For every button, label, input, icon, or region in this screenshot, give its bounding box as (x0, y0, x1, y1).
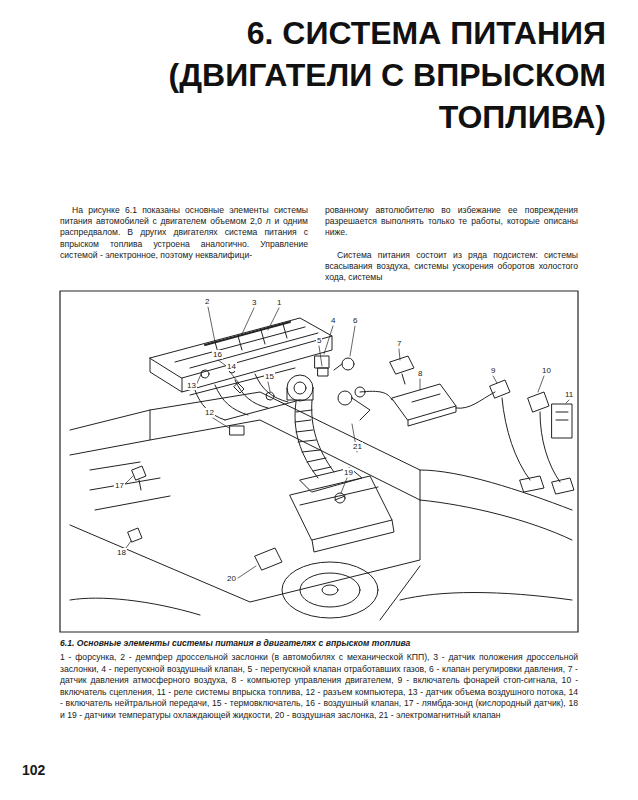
callout-number: 2 (204, 297, 210, 306)
callout-number: 9 (490, 366, 496, 375)
callout-number: 8 (417, 369, 423, 378)
callout-number: 15 (264, 372, 275, 381)
body-paragraph: На рисунке 6.1 показаны основные элемент… (60, 205, 308, 261)
figure-caption: 6.1. Основные элементы системы питания в… (60, 638, 578, 650)
callout-number: 17 (114, 481, 125, 490)
callout-number: 21 (352, 442, 363, 451)
page-title: 6. СИСТЕМА ПИТАНИЯ (ДВИГАТЕЛИ С ВПРЫСКОМ… (126, 12, 606, 138)
callout-number: 6 (352, 316, 358, 325)
callout-number: 11 (564, 390, 574, 399)
body-paragraph: рованному автолюбителю во избежание ее п… (325, 205, 578, 239)
callout-number: 4 (330, 316, 336, 325)
callout-number: 16 (212, 350, 223, 359)
callout-number: 3 (251, 298, 257, 307)
callout-number: 18 (116, 548, 127, 557)
callout-number: 20 (226, 574, 237, 583)
callout-number: 10 (541, 366, 552, 375)
body-paragraph: Система питания состоит из ряда подсисте… (325, 250, 578, 284)
callout-number: 5 (316, 336, 322, 345)
figure-key: 1 - форсунка, 2 - демпфер дроссельной за… (60, 652, 578, 721)
callout-number: 12 (204, 408, 215, 417)
callout-number: 7 (396, 339, 402, 348)
callout-number: 1 (276, 298, 282, 307)
callout-number: 14 (226, 362, 237, 371)
page-number: 102 (22, 762, 45, 778)
callout-number: 19 (343, 468, 354, 477)
callout-number: 13 (186, 381, 197, 390)
